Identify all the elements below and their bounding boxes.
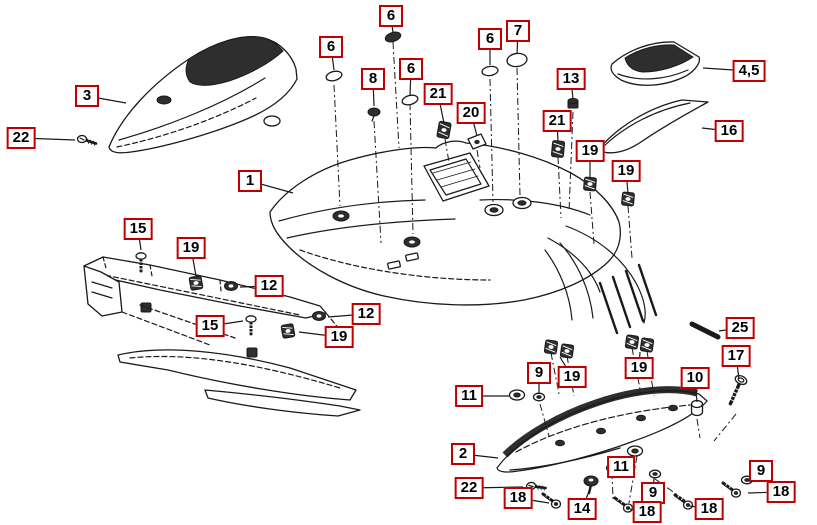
leader-line-3 xyxy=(86,95,127,104)
leader-line-19 xyxy=(190,247,197,277)
part-25-pin xyxy=(689,321,721,340)
leader-line-15 xyxy=(209,320,244,327)
part-6-washer xyxy=(384,31,402,43)
part-9-washer xyxy=(648,469,662,479)
part-21-clip xyxy=(550,140,566,158)
leader-line-16 xyxy=(701,127,730,132)
leader-line-19 xyxy=(559,356,573,378)
leader-line-22 xyxy=(468,486,524,489)
leader-line-4-5 xyxy=(702,67,750,72)
leader-line-9 xyxy=(652,477,655,494)
part-19-clip xyxy=(543,339,559,355)
part-6-washer xyxy=(480,64,500,78)
part-22-screw xyxy=(524,478,548,495)
leader-line-8 xyxy=(372,78,375,107)
part-18-bolt xyxy=(613,496,634,514)
leader-line-6 xyxy=(409,68,412,96)
leader-line-11 xyxy=(620,454,634,468)
part-11-grommet xyxy=(626,445,644,457)
part-18-bolt xyxy=(541,492,562,510)
part-19-clip xyxy=(280,323,296,339)
part-17-bolt xyxy=(723,372,750,408)
leader-line-1 xyxy=(249,180,294,194)
part-19-clip xyxy=(620,191,636,207)
part-14-plug xyxy=(582,474,600,495)
leader-line-6 xyxy=(330,46,335,71)
part-6-washer xyxy=(324,68,344,84)
part-12-grommet xyxy=(312,311,326,321)
leader-line-21 xyxy=(556,120,559,143)
leader-line-7 xyxy=(516,30,519,55)
leader-line-18 xyxy=(629,508,648,513)
leader-line-12 xyxy=(327,313,367,318)
part-18-bolt xyxy=(721,481,742,499)
leader-line-21 xyxy=(437,93,445,124)
part-19-clip xyxy=(559,343,575,359)
part-19-clip xyxy=(639,337,655,353)
part-4-5-panel xyxy=(610,41,701,86)
part-front-bumper xyxy=(83,256,361,417)
part-2-front-fender xyxy=(496,386,708,473)
part-12-grommet xyxy=(224,281,238,291)
part-7-washer xyxy=(505,51,529,69)
part-21-clip xyxy=(436,120,452,140)
leader-line-19 xyxy=(625,170,629,194)
leader-line-2 xyxy=(462,453,499,459)
leader-line-18 xyxy=(689,505,710,510)
leader-line-15 xyxy=(137,228,142,251)
part-13-nut xyxy=(567,97,579,109)
leader-line-13 xyxy=(570,78,574,100)
leader-line-18 xyxy=(747,491,782,494)
leader-line-9 xyxy=(748,470,762,480)
part-3-side-panel xyxy=(108,35,298,154)
part-10-nut xyxy=(690,399,704,417)
leader-line-18 xyxy=(517,497,550,504)
part-9-washer xyxy=(532,392,546,402)
leader-line-6 xyxy=(390,15,394,34)
part-6-washer xyxy=(400,92,420,108)
part-18-bolt xyxy=(673,493,694,511)
part-16-strip xyxy=(597,99,709,154)
leader-line-19 xyxy=(298,331,340,338)
part-11-grommet xyxy=(508,389,526,401)
part-22-screw xyxy=(76,134,98,147)
leader-line-25 xyxy=(718,327,741,332)
leader-line-20 xyxy=(470,112,478,137)
part-19-clip xyxy=(188,275,204,291)
leader-line-19 xyxy=(638,351,641,369)
part-19-clip xyxy=(582,176,598,192)
part-15-bolt xyxy=(244,314,258,336)
part-8-cap xyxy=(367,107,381,122)
leader-line-22 xyxy=(20,137,76,141)
leader-line-14 xyxy=(581,488,591,510)
part-19-clip xyxy=(624,334,640,350)
part-1-hood xyxy=(269,140,658,335)
hardware xyxy=(76,31,754,514)
part-9-washer xyxy=(605,463,619,473)
